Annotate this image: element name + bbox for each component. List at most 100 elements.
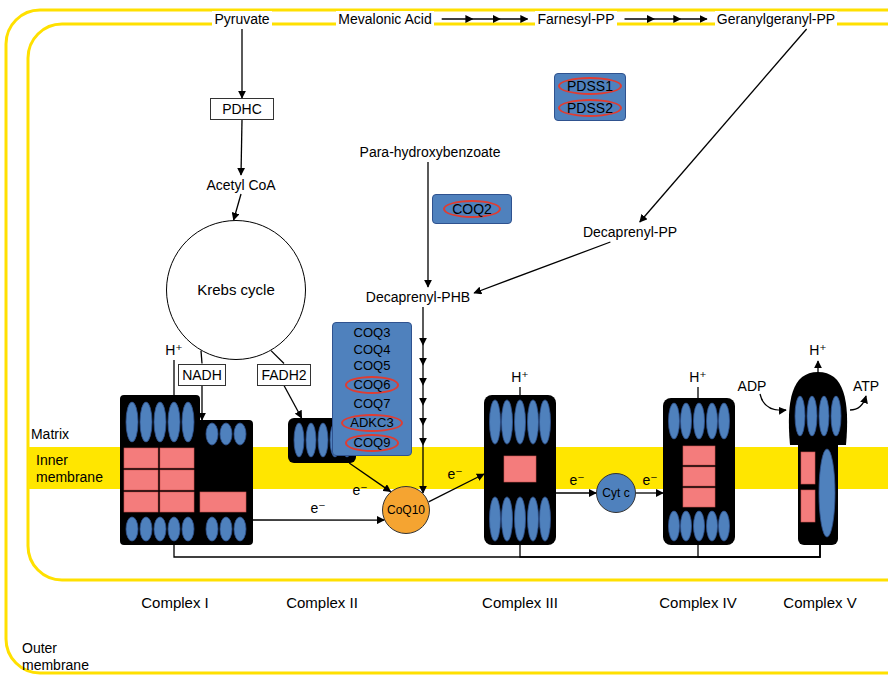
proton-label: H⁺ [809,342,827,359]
protein-subunit [182,402,194,442]
membrane-subunit [124,446,815,522]
protein-subunit [294,423,304,457]
enzyme-box: COQ2 [432,194,512,224]
protein-subunit [502,497,513,541]
protein-subunit [490,400,501,444]
pathway-text: Pyruvate [212,11,271,27]
process-box: FADH2 [257,364,310,386]
membrane-subunit [124,492,158,512]
pathway-text: Farnesyl-PP [535,11,616,27]
pathway-text: Decaprenyl-PP [581,224,679,240]
connector [253,519,384,520]
protein-subunit [515,400,526,444]
node-text: Geranylgeranyl-PP [717,11,835,27]
protein-subunit [707,511,718,541]
proton-line [760,394,786,410]
proton-label: H⁺ [165,342,183,359]
membrane-subunit [801,490,815,522]
node-text: COQ9 [345,434,400,452]
membrane-outline [28,24,888,580]
node-text: ADKC3 [341,414,402,432]
protein-subunit [719,403,730,439]
complex-node: Complex I [120,395,253,545]
edge-label: e⁻ [642,472,657,488]
protein-subunit [182,517,194,541]
membrane-subunit [160,492,194,512]
membrane-subunit [200,492,246,512]
proton-label: H⁺ [511,369,529,386]
node-text: PDSS1 [558,77,622,95]
connector [625,18,707,19]
node-text: PDSS2 [558,99,622,117]
node-text: Decaprenyl-PHB [366,289,470,305]
connector [234,194,241,220]
protein-subunit [681,511,692,541]
node-text: COQ4 [345,343,400,357]
region-label: Outer membrane [22,640,106,674]
protein-subunit [234,517,246,541]
protein-subunit [694,511,705,541]
membrane-subunit [124,470,158,490]
node-text: Decaprenyl-PP [583,224,677,240]
connector [241,29,242,98]
protein-subunit [126,402,138,442]
node-text: COQ3 [345,326,400,340]
protein-subunit [126,396,841,541]
molecule-label: ADP [738,378,767,395]
membrane-outline [6,10,888,673]
molecule-label: ATP [853,378,879,395]
protein-subunit [681,403,692,439]
pathway-text: Mevalonic Acid [336,11,433,27]
complex-label: Complex IV [659,595,737,611]
pathway-text: Geranylgeranyl-PP [715,11,837,27]
protein-subunit [540,497,551,541]
node-text: COQ2 [443,200,501,218]
connector [241,120,242,175]
protein-subunit [669,403,680,439]
membrane-subunit [160,448,194,468]
protein-subunit [220,517,232,541]
pathway-text: Acetyl CoA [204,177,277,193]
process-box: NADH [178,364,226,386]
node-text: CoQ10 [387,502,425,518]
proton-label: H⁺ [689,369,707,386]
protein-subunit [502,400,513,444]
node-text: COQ6 [345,376,400,394]
protein-subunit [306,423,316,457]
complex-node: Complex II [288,418,356,463]
protein-subunit [220,423,232,445]
protein-subunit [819,396,829,436]
complex-body [798,438,838,545]
connector [201,386,202,421]
complex-node: Complex IV [663,398,735,545]
protein-subunit [168,402,180,442]
proton-line [173,360,174,395]
proton-line [519,387,520,395]
protein-subunit [831,396,841,436]
protein-subunit [669,511,680,541]
region-label: Inner membrane [36,452,108,486]
node-text: PDHC [222,101,262,117]
round-node: Krebs cycle [166,220,306,360]
round-node: CoQ10 [382,486,430,534]
complex-body [484,395,556,545]
connector [520,545,820,557]
connector [284,386,302,419]
proton-line [817,361,818,372]
protein-subunit [318,423,328,457]
protein-subunit [719,511,730,541]
complex-label: Complex II [286,595,358,611]
node-text: Acetyl CoA [206,177,275,193]
protein-subunit [528,400,539,444]
protein-subunit [515,497,526,541]
protein-subunit [140,402,152,442]
complex-body [663,398,735,545]
protein-subunit [528,497,539,541]
enzyme-box: PDSS1PDSS2 [554,73,626,121]
node-text: FADH2 [261,367,306,383]
connector [174,545,820,557]
node-text: Pyruvate [214,11,269,27]
edge-label: e⁻ [569,472,584,488]
protein-subunit [206,423,218,445]
